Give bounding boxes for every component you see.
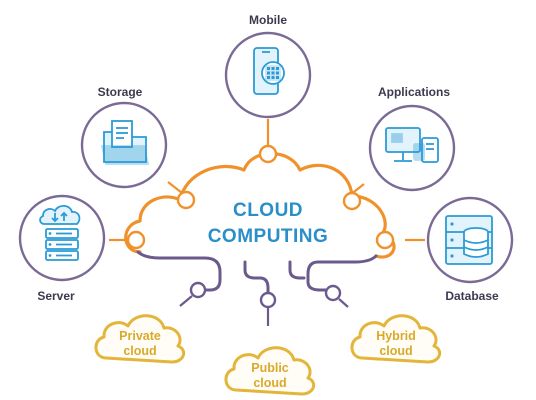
node-mobile: Mobile [224,13,312,119]
title-line2: COMPUTING [208,226,329,247]
title-line1: CLOUD [233,200,303,221]
dot-server [126,230,146,250]
base-dots [189,281,342,309]
cloud-public: Public cloud [224,346,316,396]
spoke-storage [167,181,183,194]
dot-database [375,230,395,250]
cloud-hybrid: Hybrid cloud [350,314,442,364]
dot-public [259,291,277,309]
mobile-icon [253,47,285,95]
spoke-lines [109,119,425,242]
node-storage: Storage [80,85,168,189]
label-server: Server [37,289,75,303]
dot-hybrid [324,284,342,302]
node-applications: Applications [368,85,456,192]
dot-storage [176,190,196,210]
database-icon [445,215,493,265]
dot-private [189,281,207,299]
public-line1: Public [251,361,289,375]
small-cloud-links [179,295,349,326]
applications-icon [385,127,439,163]
cloud-dots [126,144,395,250]
storage-icon [100,120,150,165]
dot-mobile [258,144,278,164]
private-line1: Private [119,329,161,343]
server-icon [39,204,81,261]
main-cloud-base [136,250,378,298]
label-applications: Applications [378,85,450,99]
node-server: Server [18,194,106,303]
public-line2: cloud [253,376,286,390]
hybrid-line1: Hybrid [376,329,416,343]
dot-applications [342,191,362,211]
hybrid-line2: cloud [379,344,412,358]
cloud-private: Private cloud [94,314,186,364]
label-database: Database [445,289,499,303]
node-database: Database [426,196,514,303]
label-mobile: Mobile [249,13,287,27]
private-line2: cloud [123,344,156,358]
label-storage: Storage [98,85,143,99]
